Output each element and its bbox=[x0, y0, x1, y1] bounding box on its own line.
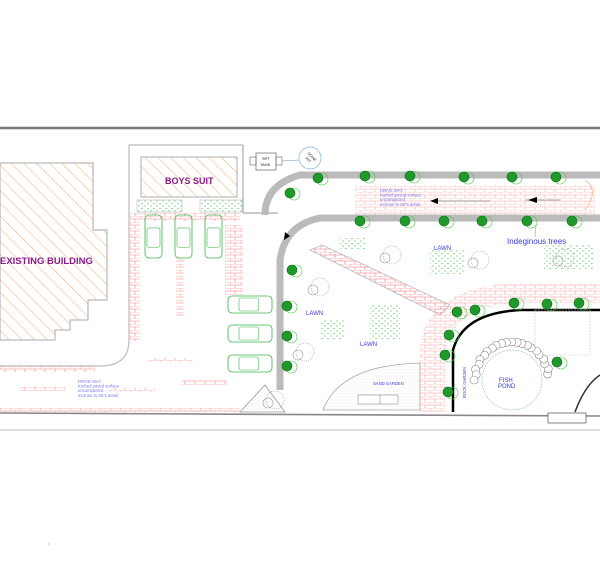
driveway-note-line: murram to SE's detail bbox=[380, 202, 420, 207]
lawn-label: LAWN bbox=[360, 342, 377, 348]
sand-garden-label: SAND GARDEN bbox=[373, 381, 404, 386]
rock-garden-label: ROCK GARDEN bbox=[462, 367, 467, 398]
lawn-areas: LAWN LAWN LAWN Indeginous trees bbox=[306, 225, 594, 348]
tree-icon bbox=[541, 298, 558, 312]
boys-suit-label: BOYS SUIT bbox=[165, 176, 214, 186]
car bbox=[174, 214, 193, 259]
top-driveway bbox=[261, 171, 600, 390]
tree-icon bbox=[476, 215, 493, 229]
tree-icon bbox=[469, 304, 486, 318]
shrub-icon bbox=[307, 277, 330, 297]
tree-icon bbox=[281, 330, 298, 344]
tree-icon bbox=[458, 171, 475, 185]
shrub-icon bbox=[552, 248, 575, 268]
tree-icon bbox=[281, 360, 298, 374]
driveway-note-line: Kerbed paved surface bbox=[380, 193, 422, 198]
soak-pit: SOAK PIT bbox=[298, 146, 322, 170]
tree-icon bbox=[281, 300, 298, 314]
lawn-label: LAWN bbox=[306, 311, 323, 317]
fish-pond-label: FISH bbox=[499, 378, 513, 384]
driveway-note-line: murram to SE's detail bbox=[78, 393, 118, 398]
driveway-note-line: Kerbed paved surface bbox=[78, 384, 120, 389]
existing-building-label: EXISTING BUILDING bbox=[0, 256, 93, 267]
tree-icon bbox=[312, 172, 329, 186]
tree-icon bbox=[550, 171, 567, 185]
existing-building: EXISTING BUILDING bbox=[0, 162, 108, 341]
tree-icon bbox=[551, 356, 568, 370]
parking-paving bbox=[0, 213, 243, 412]
tree-icon bbox=[506, 171, 523, 185]
driveway-note-line: DRIVE WAY bbox=[380, 188, 403, 193]
tree-icon bbox=[359, 170, 376, 184]
soak-pit-label-2: PIT bbox=[304, 156, 312, 164]
site-boundary bbox=[0, 126, 600, 545]
shrub-icon bbox=[467, 250, 490, 270]
shrub-icon bbox=[292, 342, 315, 362]
fish-pond-garden: FISH POND ROCK GARDEN bbox=[420, 283, 600, 424]
septic-tank: SPT TANK bbox=[249, 152, 300, 171]
tree-icon bbox=[439, 349, 456, 363]
shrubs bbox=[262, 245, 575, 410]
tree-icon bbox=[284, 187, 301, 201]
boys-suit-building: BOYS SUIT bbox=[136, 156, 243, 213]
tree-icon bbox=[399, 215, 416, 229]
soak-pit-label: SOAK bbox=[306, 151, 318, 163]
tree-icon bbox=[451, 306, 468, 320]
tree-icon bbox=[521, 215, 538, 229]
driveway-note-line: uncompacted bbox=[380, 197, 406, 202]
sand-garden: SAND GARDEN bbox=[322, 362, 421, 411]
tree-icon bbox=[404, 170, 421, 184]
car bbox=[144, 214, 163, 259]
tree-icon bbox=[354, 215, 371, 229]
tree-icon bbox=[438, 215, 455, 229]
car bbox=[227, 324, 273, 343]
trees bbox=[281, 170, 590, 400]
driveway-note-line: DRIVE WAY bbox=[78, 379, 101, 384]
lawn-label: LAWN bbox=[434, 246, 451, 252]
car bbox=[227, 354, 273, 373]
indigenous-trees-label: Indeginous trees bbox=[507, 237, 566, 246]
tree-icon bbox=[443, 329, 460, 343]
shrub-icon bbox=[262, 390, 285, 410]
tree-icon bbox=[286, 264, 303, 278]
fish-pond-label-2: POND bbox=[498, 384, 516, 390]
driveway-note-line: uncompacted bbox=[78, 388, 104, 393]
car bbox=[227, 295, 273, 314]
tree-icon bbox=[442, 386, 459, 400]
septic-tank-label: SPT bbox=[262, 156, 270, 161]
tree-icon bbox=[566, 215, 583, 229]
parked-cars bbox=[144, 214, 273, 373]
tree-icon bbox=[573, 297, 590, 311]
septic-tank-label-2: TANK bbox=[260, 162, 271, 167]
rock-icon bbox=[469, 375, 479, 385]
car bbox=[204, 214, 223, 259]
tree-icon bbox=[508, 297, 525, 311]
shrub-icon bbox=[379, 245, 402, 265]
